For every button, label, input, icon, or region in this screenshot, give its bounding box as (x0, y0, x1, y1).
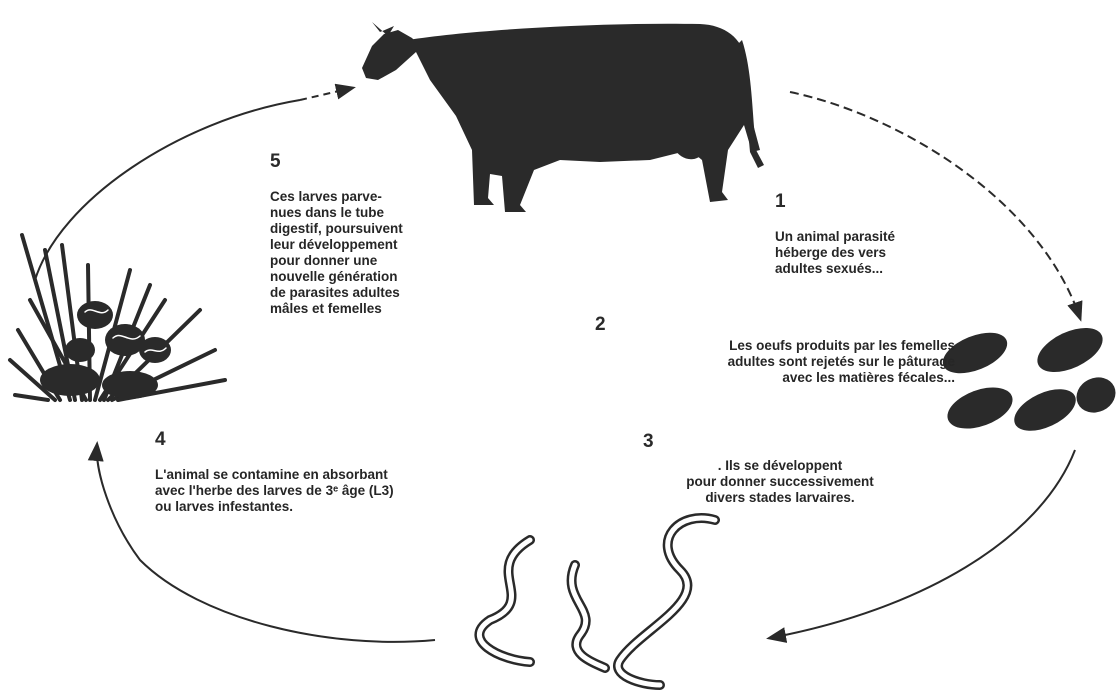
arrow-grass-to-cow-end (300, 88, 352, 100)
step-1-text: Un animal parasité héberge des vers adul… (775, 229, 895, 276)
step-1: 1 Un animal parasité héberge des vers ad… (775, 175, 965, 277)
arrow-grass-to-cow (35, 100, 300, 280)
eggs-icon (937, 319, 1117, 439)
step-3: . Ils se développent pour donner success… (615, 442, 945, 506)
step-4-number: 4 (155, 429, 515, 451)
larvae-icon (479, 518, 715, 685)
step-5: 5 Ces larves parve- nues dans le tube di… (270, 135, 460, 317)
step-1-number: 1 (775, 191, 965, 213)
step-5-number: 5 (270, 151, 460, 173)
step-2: Les oeufs produits par les femelles adul… (600, 322, 955, 386)
step-3-text: . Ils se développent pour donner success… (686, 458, 874, 505)
step-4-text: L'animal se contamine en absorbant avec … (155, 467, 394, 514)
step-4: 4 L'animal se contamine en absorbant ave… (155, 413, 515, 515)
step-5-text: Ces larves parve- nues dans le tube dige… (270, 189, 403, 316)
step-2-text: Les oeufs produits par les femelles adul… (728, 338, 955, 385)
